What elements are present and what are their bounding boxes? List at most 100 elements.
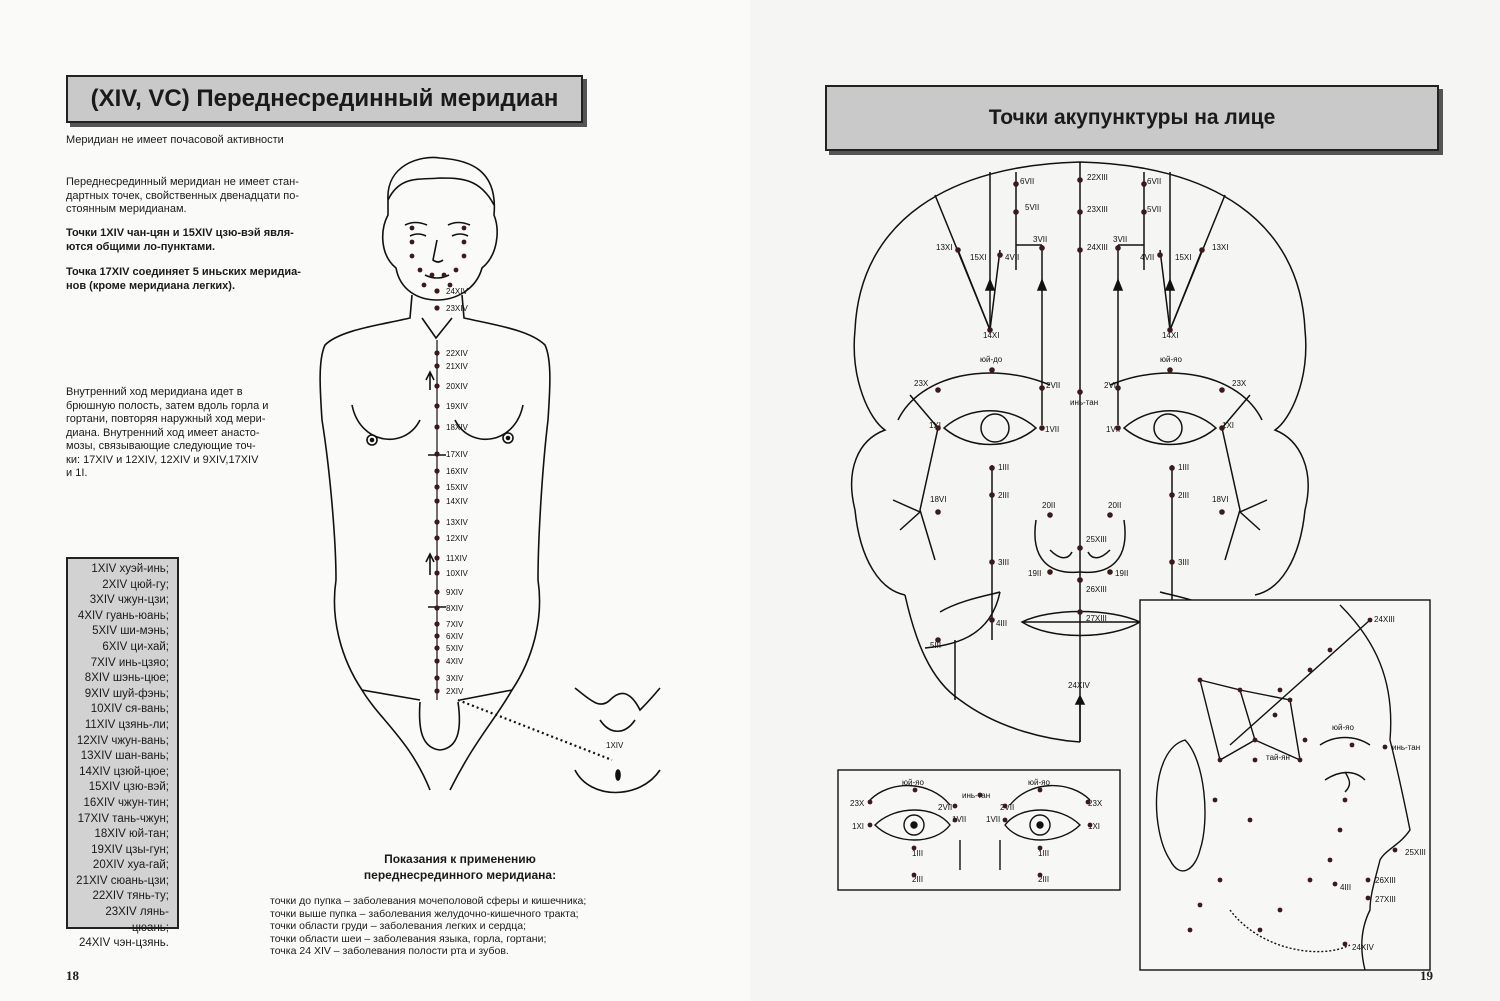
face-point-label: 1XI <box>929 421 941 430</box>
face-point-label: 19II <box>1028 569 1041 578</box>
meridian-point <box>434 519 440 525</box>
inset-point-label: тай-ян <box>1266 753 1290 762</box>
inset-point <box>1197 677 1203 683</box>
face-point-label: 3VII <box>1033 235 1047 244</box>
face-point <box>1107 569 1113 575</box>
meridian-point <box>434 468 440 474</box>
meridian-point <box>434 570 440 576</box>
inset-point-label: 1XI <box>852 822 864 831</box>
inset-point <box>1197 902 1203 908</box>
inset-point <box>1307 667 1313 673</box>
inset-point-label: 1XI <box>1088 822 1100 831</box>
face-point-label: юй-до <box>980 355 1003 364</box>
inset-point-label: 23X <box>1088 799 1103 808</box>
face-point-label: 13XI <box>936 243 952 252</box>
face-point-label: 19II <box>1115 569 1128 578</box>
face-point <box>1219 387 1225 393</box>
inset-point <box>1087 822 1093 828</box>
meridian-point-label: 20XIV <box>446 382 468 391</box>
inset-point <box>1237 687 1243 693</box>
face-point <box>1047 512 1053 518</box>
face-point-label: 1XI <box>1222 421 1234 430</box>
face-point-label: 3VII <box>1113 235 1127 244</box>
meridian-point <box>434 484 440 490</box>
points-list-item: 2XIV цюй-гу; <box>102 578 169 591</box>
face-point-label: 23X <box>914 379 929 388</box>
face-point <box>409 225 415 231</box>
meridian-point <box>434 498 440 504</box>
meridian-point-label: 5XIV <box>446 644 464 653</box>
face-point-label: 4VII <box>1140 253 1154 262</box>
inset-point <box>1277 687 1283 693</box>
points-list-item: 14XIV цзюй-цюе; <box>79 765 169 778</box>
face-point <box>989 367 995 373</box>
face-point <box>1157 252 1163 258</box>
meridian-point <box>434 621 440 627</box>
face-point <box>409 253 415 259</box>
points-list-item: 18XIV юй-тан; <box>94 828 169 841</box>
inset-point <box>1382 744 1388 750</box>
points-list-item: 24XIV чэн-цзянь. <box>78 937 169 950</box>
points-list: 1XIV хуэй-инь;2XIV цюй-гу;3XIV чжун-цзи;… <box>66 557 179 949</box>
face-point-label: 24XIV <box>1068 681 1090 690</box>
inset-point <box>867 799 873 805</box>
inset-point-label: 26XIII <box>1375 876 1396 885</box>
inset-point-label: 4III <box>1340 883 1351 892</box>
meridian-point <box>434 605 440 611</box>
points-list-item: 11XIV цзянь-ли; <box>84 718 169 731</box>
face-point-label: 3III <box>1178 558 1189 567</box>
inset-point <box>1365 895 1371 901</box>
meridian-point-label: 1XIV <box>606 741 624 750</box>
inset-point <box>1365 877 1371 883</box>
meridian-point <box>434 424 440 430</box>
inset-point-label: 1III <box>912 849 923 858</box>
inset-point <box>1037 787 1043 793</box>
inset-point-label: 23X <box>850 799 865 808</box>
inset-point <box>1349 742 1355 748</box>
inset-point-label: 2III <box>912 875 923 884</box>
face-point <box>409 239 415 245</box>
points-list-item: 15XIV цзю-вэй; <box>88 781 169 794</box>
face-point <box>461 253 467 259</box>
inset-point-label: инь-тан <box>962 791 990 800</box>
face-point-label: 25XIII <box>1086 535 1107 544</box>
face-point <box>461 225 467 231</box>
meridian-point-label: 13XIV <box>446 518 468 527</box>
face-point-label: 26XIII <box>1086 585 1107 594</box>
face-point <box>935 509 941 515</box>
face-point <box>1115 385 1121 391</box>
face-point <box>1169 465 1175 471</box>
meridian-point <box>434 688 440 694</box>
face-point <box>987 327 993 333</box>
meridian-point-label: 15XIV <box>446 483 468 492</box>
meridian-point <box>434 658 440 664</box>
indications-list: точки до пупка – заболевания мочеполовой… <box>270 895 587 958</box>
face-point <box>1077 177 1083 183</box>
face-point <box>1115 245 1121 251</box>
face-point <box>935 387 941 393</box>
inset-point <box>1272 712 1278 718</box>
face-point <box>421 282 427 288</box>
face-point-label: 5VII <box>1025 203 1039 212</box>
face-point <box>1077 577 1083 583</box>
face-point <box>1169 492 1175 498</box>
inset-point-label: 25XIII <box>1405 848 1426 857</box>
inset-point-label: юй-яо <box>902 778 924 787</box>
meridian-point <box>434 363 440 369</box>
subtitle: Меридиан не имеет почасовой активности <box>66 134 284 146</box>
meridian-point-label: 10XIV <box>446 569 468 578</box>
body-meridian-points: 24XIV23XIV22XIV21XIV20XIV19XIV18XIV17XIV… <box>409 225 624 750</box>
face-point <box>989 559 995 565</box>
inset-point <box>1212 797 1218 803</box>
face-point <box>1167 367 1173 373</box>
face-point <box>1219 425 1225 431</box>
points-list-item: 16XIV чжун-тин; <box>83 796 169 809</box>
face-point <box>935 637 941 643</box>
face-point <box>1141 209 1147 215</box>
face-point-label: 23X <box>1232 379 1247 388</box>
face-point <box>1077 209 1083 215</box>
face-point <box>989 465 995 471</box>
face-point <box>1169 559 1175 565</box>
inset-point <box>1327 647 1333 653</box>
